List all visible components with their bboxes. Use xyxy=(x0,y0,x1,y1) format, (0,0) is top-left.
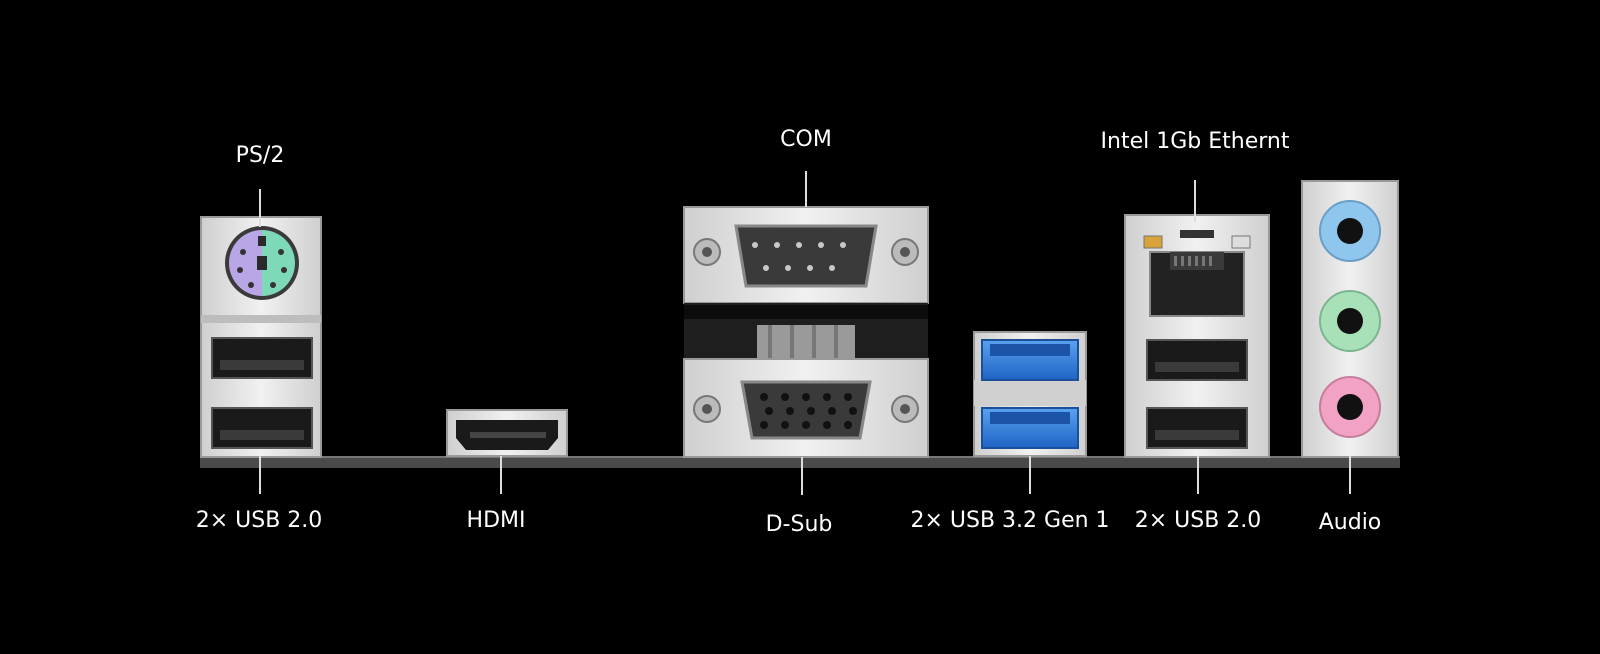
usb3-port-icon xyxy=(981,339,1079,381)
label-usb32: 2× USB 3.2 Gen 1 xyxy=(910,508,1110,533)
leader-line-hdmi xyxy=(500,456,502,494)
label-usb20-right: 2× USB 2.0 xyxy=(1134,508,1262,533)
label-usb20-left: 2× USB 2.0 xyxy=(195,508,323,533)
hdmi-port-icon xyxy=(446,409,568,457)
audio-line-in-jack-icon xyxy=(1319,200,1381,262)
usb2-port-icon xyxy=(1146,339,1248,381)
leader-line-audio xyxy=(1349,456,1351,494)
usb2-port-icon xyxy=(1146,407,1248,449)
label-hdmi: HDMI xyxy=(466,508,526,533)
dsub-port-icon xyxy=(683,358,929,458)
leader-line-usb20-left xyxy=(259,456,261,494)
ethernet-usb-stack xyxy=(1124,214,1270,458)
ethernet-port-icon xyxy=(1143,230,1251,317)
usb2-port-icon xyxy=(211,337,313,379)
leader-line-dsub xyxy=(801,457,803,495)
usb3-port-icon xyxy=(981,407,1079,449)
com-dsub-stack xyxy=(683,206,929,458)
label-ethernet: Intel 1Gb Ethernt xyxy=(1100,129,1290,154)
label-ps2: PS/2 xyxy=(235,143,285,168)
audio-jack-stack xyxy=(1301,180,1399,458)
audio-mic-jack-icon xyxy=(1319,376,1381,438)
ps2-port-icon xyxy=(225,226,299,300)
leader-line-usb20-right xyxy=(1197,456,1199,494)
ps2-usb-stack xyxy=(200,216,322,458)
usb2-port-icon xyxy=(211,407,313,449)
com-port-icon xyxy=(683,206,929,304)
leader-line-ethernet xyxy=(1194,180,1196,222)
usb3-port-stack xyxy=(973,331,1087,457)
leader-line-usb32 xyxy=(1029,456,1031,494)
label-audio: Audio xyxy=(1318,510,1382,535)
label-com: COM xyxy=(780,127,832,152)
audio-line-out-jack-icon xyxy=(1319,290,1381,352)
label-dsub: D-Sub xyxy=(765,512,833,537)
leader-line-ps2 xyxy=(259,189,261,227)
leader-line-com xyxy=(805,171,807,207)
